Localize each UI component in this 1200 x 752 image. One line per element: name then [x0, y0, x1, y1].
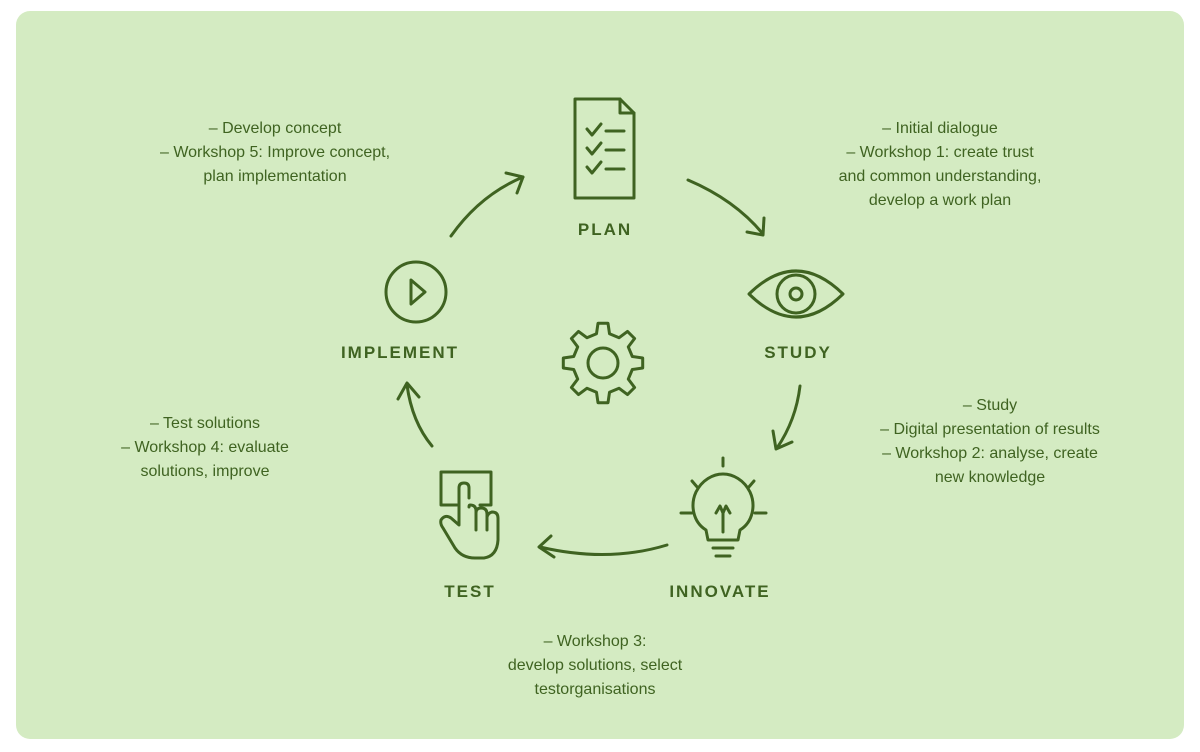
- note-line: – Workshop 1: create trust: [846, 144, 1034, 161]
- note-line: – Test solutions: [150, 415, 260, 432]
- gear-icon: [561, 321, 645, 405]
- note-line: solutions, improve: [140, 463, 270, 480]
- note-line: – Workshop 3:: [543, 633, 647, 650]
- note-line: – Workshop 4: evaluate: [121, 439, 289, 456]
- stage-label-study: STUDY: [764, 343, 832, 362]
- stage-label-plan: PLAN: [577, 220, 633, 239]
- note-line: testorganisations: [534, 681, 656, 698]
- note-plan: – Initial dialogue – Workshop 1: create …: [795, 117, 1085, 213]
- arrow-implement-to-plan: [449, 171, 525, 238]
- diagram-panel: [16, 11, 1184, 739]
- checklist-icon: [573, 97, 636, 200]
- note-implement: – Develop concept – Workshop 5: Improve …: [130, 117, 420, 189]
- note-line: and common understanding,: [838, 168, 1042, 185]
- note-line: – Workshop 2: analyse, create: [882, 445, 1098, 462]
- note-line: – Develop concept: [208, 120, 342, 137]
- note-line: – Digital presentation of results: [880, 421, 1100, 438]
- note-line: develop solutions, select: [507, 657, 683, 674]
- stage-label-innovate: INNOVATE: [669, 582, 771, 601]
- arrow-innovate-to-test: [537, 534, 669, 559]
- note-study: – Study – Digital presentation of result…: [835, 394, 1145, 490]
- stage-label-implement: IMPLEMENT: [340, 343, 460, 362]
- note-test: – Test solutions – Workshop 4: evaluate …: [75, 412, 335, 484]
- arrow-test-to-implement: [396, 381, 434, 448]
- stage-label-test: TEST: [444, 582, 496, 601]
- note-line: develop a work plan: [868, 192, 1012, 209]
- arrow-study-to-innovate: [771, 384, 802, 451]
- note-innovate: – Workshop 3: develop solutions, select …: [460, 630, 730, 702]
- note-line: plan implementation: [203, 168, 347, 185]
- arrow-plan-to-study: [686, 178, 766, 237]
- note-line: new knowledge: [934, 469, 1046, 486]
- eye-icon: [747, 269, 845, 319]
- touch-screen-icon: [439, 470, 500, 560]
- lightbulb-icon: [679, 456, 768, 558]
- note-line: – Study: [962, 397, 1018, 414]
- play-button-icon: [384, 260, 448, 324]
- note-line: – Initial dialogue: [882, 120, 998, 137]
- note-line: – Workshop 5: Improve concept,: [159, 144, 391, 161]
